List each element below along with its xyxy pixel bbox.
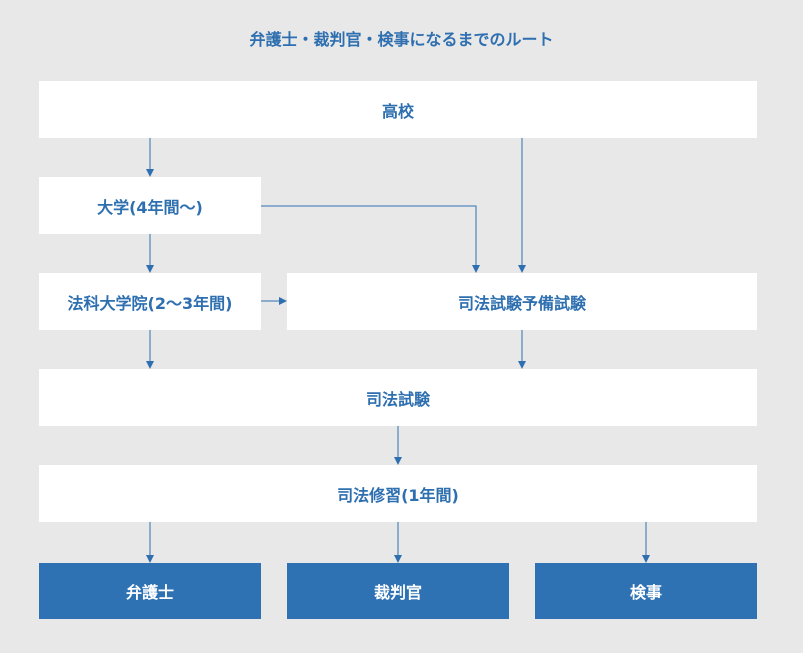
diagram-title: 弁護士・裁判官・検事になるまでのルート [249,30,554,49]
node-law-school: 法科大学院(2〜3年間) [39,273,261,330]
node-judge: 裁判官 [287,563,509,619]
arrow-university-prelim [261,205,480,273]
node-prosecutor: 検事 [535,563,757,619]
node-training: 司法修習(1年間) [39,465,757,522]
node-prelim-exam: 司法試験予備試験 [287,273,757,330]
node-high-school: 高校 [39,81,757,138]
node-university: 大学(4年間〜) [39,177,261,234]
node-bar-exam: 司法試験 [39,369,757,426]
node-lawyer: 弁護士 [39,563,261,619]
